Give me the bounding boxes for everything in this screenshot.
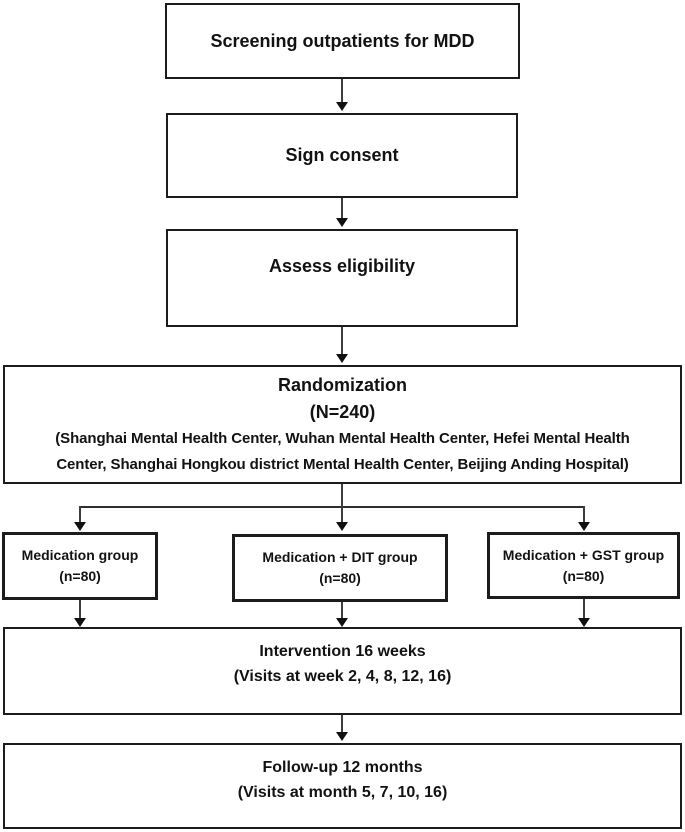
connector-randomization-stub [341,484,343,508]
medication-gst-group-n: (n=80) [562,567,605,584]
box-sign-consent-label: Sign consent [285,145,399,165]
randomization-title: Randomization [278,374,407,395]
connector-intervention-followup [341,715,343,733]
arrowhead-down-icon [578,522,590,531]
box-intervention: Intervention 16 weeks (Visits at week 2,… [3,627,682,715]
intervention-visits: (Visits at week 2, 4, 8, 12, 16) [233,668,452,685]
connector-branch-middle [341,506,343,524]
medication-gst-group-title: Medication + GST group [502,546,665,563]
connector-right-intervention [583,599,585,619]
box-assess-eligibility: Assess eligibility [166,229,518,327]
box-randomization: Randomization (N=240) (Shanghai Mental H… [3,365,682,484]
arrowhead-down-icon [336,102,348,111]
arrowhead-down-icon [336,522,348,531]
connector-left-intervention [79,600,81,619]
connector-consent-eligibility [341,198,343,219]
box-medication-gst-group: Medication + GST group (n=80) [487,532,680,599]
arrowhead-down-icon [336,732,348,741]
box-screening: Screening outpatients for MDD [165,3,520,79]
medication-group-n: (n=80) [59,568,101,584]
medication-dit-group-n: (n=80) [319,570,361,586]
box-screening-label: Screening outpatients for MDD [210,30,475,51]
arrowhead-down-icon [74,522,86,531]
box-medication-group: Medication group (n=80) [2,532,158,600]
medication-group-title: Medication group [21,547,139,563]
followup-title: Follow-up 12 months [262,759,423,776]
connector-branch-right [583,506,585,524]
connector-screening-consent [341,79,343,103]
arrowhead-down-icon [336,618,348,627]
randomization-sites-line1: (Shanghai Mental Health Center, Wuhan Me… [55,429,630,447]
arrowhead-down-icon [336,218,348,227]
arrowhead-down-icon [578,618,590,627]
box-medication-dit-group: Medication + DIT group (n=80) [232,534,448,602]
connector-branch-left [79,506,81,524]
box-followup: Follow-up 12 months (Visits at month 5, … [3,743,682,829]
arrowhead-down-icon [336,354,348,363]
medication-dit-group-title: Medication + DIT group [262,549,418,565]
followup-visits: (Visits at month 5, 7, 10, 16) [237,784,448,801]
arrowhead-down-icon [74,618,86,627]
randomization-sites-line2: Center, Shanghai Hongkou district Mental… [56,455,629,473]
intervention-title: Intervention 16 weeks [259,643,426,660]
connector-eligibility-randomization [341,327,343,355]
box-sign-consent: Sign consent [166,113,518,198]
connector-middle-intervention [341,602,343,619]
connector-branch-horizontal [79,506,585,508]
randomization-n: (N=240) [309,401,376,422]
box-assess-eligibility-label: Assess eligibility [268,255,416,276]
